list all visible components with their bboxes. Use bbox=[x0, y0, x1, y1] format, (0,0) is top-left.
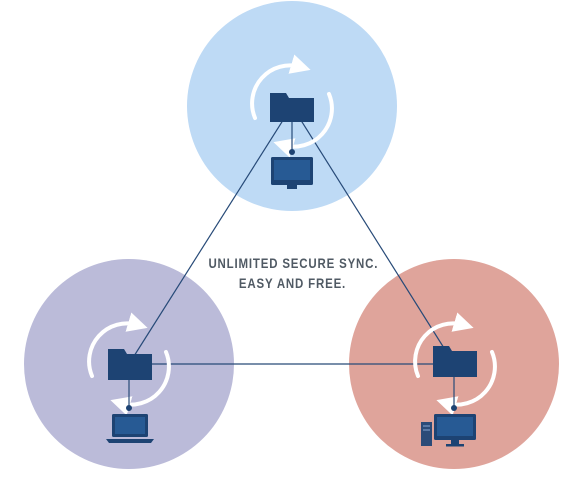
folder-icon bbox=[433, 346, 477, 377]
tagline-line-2: EASY AND FREE. bbox=[238, 275, 347, 291]
top-node bbox=[250, 54, 334, 189]
left-node bbox=[87, 312, 171, 443]
sync-arrows-icon bbox=[413, 312, 497, 416]
connector-top-right bbox=[291, 105, 455, 365]
laptop-icon bbox=[106, 414, 154, 443]
desktop-tower-icon bbox=[421, 414, 476, 447]
monitor-icon bbox=[271, 157, 313, 189]
sync-arrows-icon bbox=[250, 54, 334, 158]
folder-icon bbox=[108, 349, 152, 380]
right-node bbox=[413, 312, 497, 447]
tagline: UNLIMITED SECURE SYNC. EASY AND FREE. bbox=[208, 253, 379, 293]
connector-top-left bbox=[128, 105, 293, 365]
folder-icon bbox=[270, 93, 314, 122]
tagline-line-1: UNLIMITED SECURE SYNC. bbox=[208, 255, 379, 271]
connector-lines bbox=[128, 105, 455, 365]
sync-arrows-icon bbox=[87, 312, 171, 416]
